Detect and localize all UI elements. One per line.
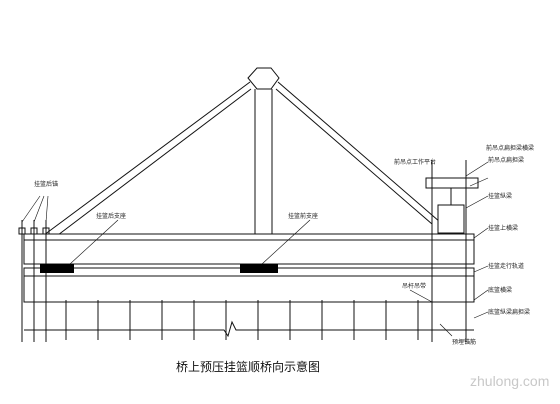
diagram-caption: 桥上预压挂篮顺桥向示意图 [176, 359, 320, 374]
front-frame-box [437, 204, 465, 234]
label-upper-beam: 挂篮上横梁 [488, 224, 518, 232]
label-front-crossbeam: 前吊点扁担梁横梁 [486, 144, 534, 152]
main-girder [23, 233, 475, 265]
anchor-nut-2 [30, 227, 38, 235]
label-main-girder: 挂篮纵梁 [488, 192, 512, 200]
leader-lines [21, 161, 489, 337]
rear-support-block [40, 264, 74, 273]
front-platform [425, 177, 479, 189]
bottom-break-line [24, 320, 474, 338]
front-support-block [240, 264, 278, 273]
label-front-support: 挂篮前支座 [288, 212, 318, 220]
label-walking-track: 挂篮走行轨道 [488, 262, 524, 270]
front-diagonal-outer [277, 81, 441, 223]
label-hanger-rod: 吊杆吊带 [402, 282, 426, 290]
label-side-anchor: 预埋锚筋 [452, 338, 476, 346]
anchor-nut-3 [42, 227, 50, 235]
label-bottom-basket: 底篮横梁 [488, 286, 512, 294]
rear-diagonal-inner [57, 88, 252, 236]
rear-diagonal-outer [43, 81, 251, 236]
label-bottom-longitudinal: 底篮纵梁扁担梁 [488, 308, 530, 316]
label-front-lift-frame: 前吊点扁担梁 [488, 156, 524, 164]
label-rear-anchor: 挂篮后锚 [34, 180, 58, 188]
front-diagonal-inner [275, 88, 433, 225]
lower-beam [23, 267, 475, 303]
anchor-nut-1 [18, 227, 26, 235]
watermark: zhulong.com [470, 373, 549, 389]
hanger-row [65, 300, 419, 340]
tower-cap [247, 67, 280, 90]
label-rear-support: 挂篮后支座 [96, 212, 126, 220]
label-front-lift-point: 前吊点工作平台 [394, 158, 436, 166]
